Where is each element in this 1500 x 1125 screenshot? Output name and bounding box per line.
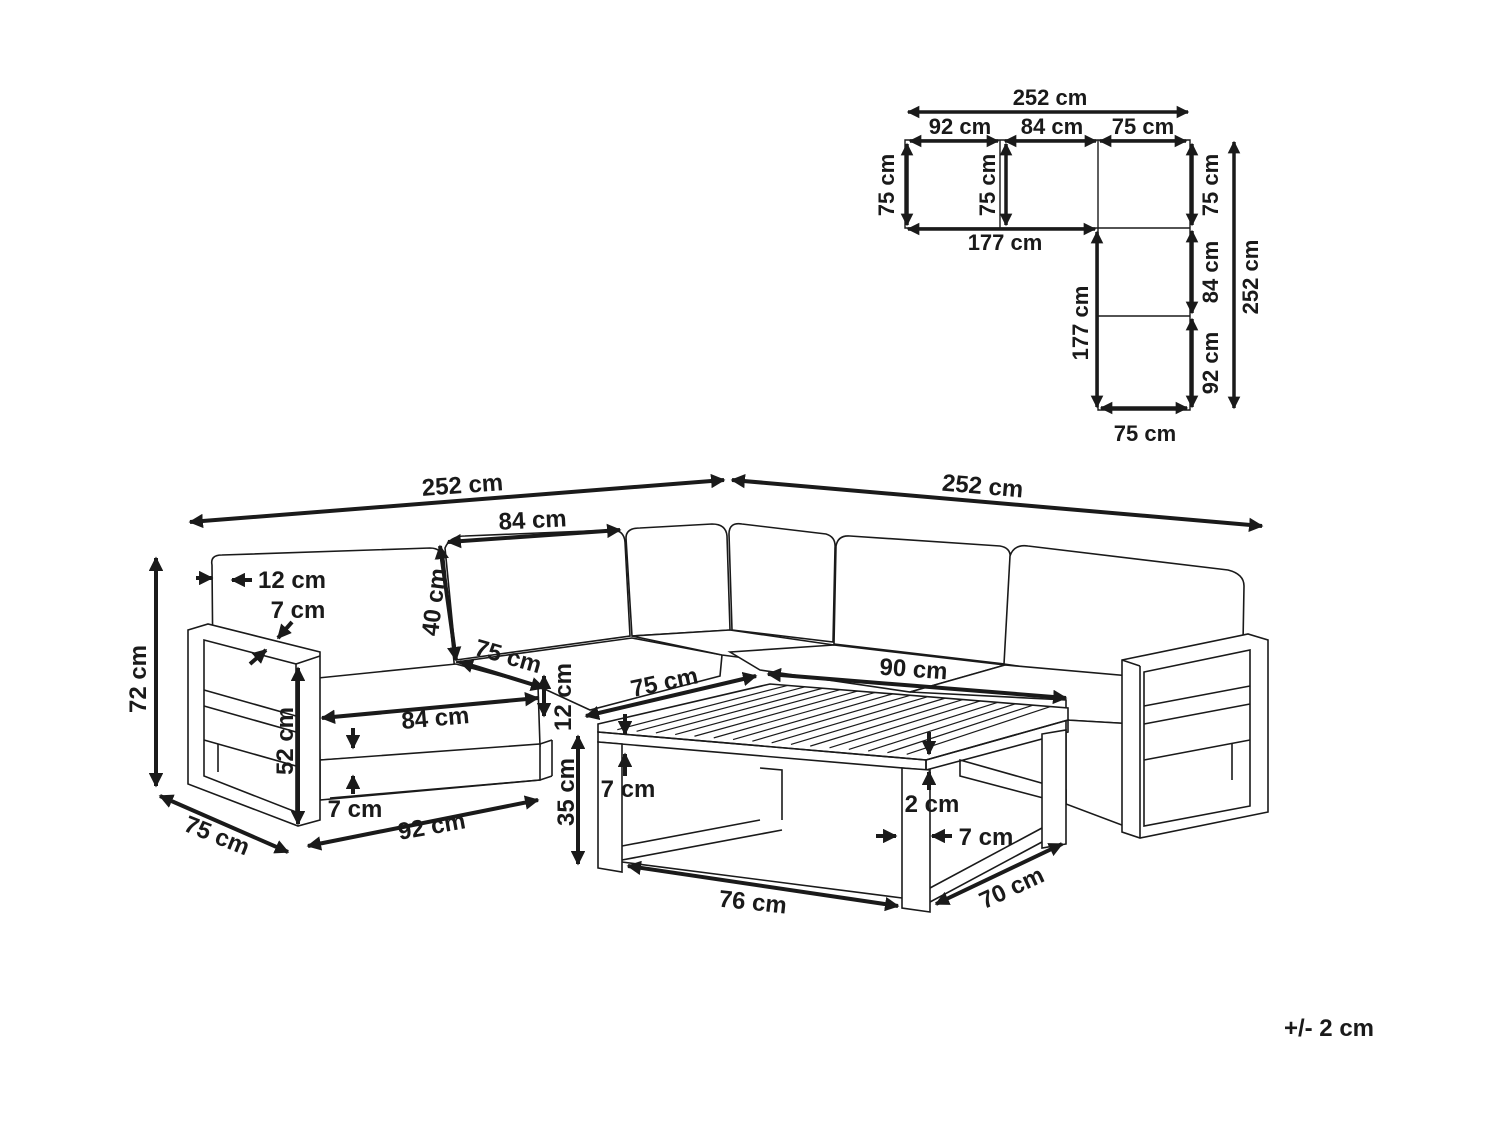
table-slat (867, 703, 1016, 752)
label-table-width: 90 cm (879, 654, 949, 686)
top-view-plan: 252 cm 92 cm 84 cm 75 cm 177 cm 75 cm 75… (874, 85, 1263, 446)
plan-right-top-label: 75 cm (1198, 154, 1223, 216)
table-slat (771, 696, 928, 744)
label-arm-inner: 7 cm (271, 597, 326, 624)
dim-arm-inner-top (276, 620, 294, 640)
dim-back-height (434, 544, 462, 662)
plan-total-width-label: 252 cm (1013, 85, 1088, 110)
table-rail (621, 819, 761, 847)
plan-seg-left-label: 92 cm (929, 114, 991, 139)
right-armrest-inner (1143, 649, 1251, 827)
base-rail (329, 779, 541, 799)
table-slat (810, 698, 963, 747)
plan-right-total-label: 252 cm (1238, 240, 1263, 315)
label-total-height: 72 cm (125, 645, 152, 713)
label-overall-left: 252 cm (421, 469, 504, 502)
dim-seat-width (320, 692, 540, 724)
label-leg-height: 7 cm (328, 796, 383, 823)
plan-outline (904, 139, 1191, 411)
table-slat (829, 700, 981, 749)
dimension-arrows (148, 473, 1264, 912)
armrest-rail (1143, 739, 1251, 761)
plan-right-bottom-label: 92 cm (1198, 332, 1223, 394)
right-armrest-frame (1121, 633, 1269, 839)
plan-right-mid-label: 84 cm (1198, 241, 1223, 303)
dim-module-width (306, 795, 540, 851)
dim-back-width (446, 523, 622, 549)
label-module-width: 92 cm (396, 807, 468, 845)
table-slat (887, 704, 1034, 754)
plan-seg-mid-label: 84 cm (1021, 114, 1083, 139)
label-seat-height: 52 cm (272, 707, 299, 775)
coffee-table-drawing (597, 683, 1069, 913)
dim-depth (158, 794, 290, 854)
label-inner-width: 76 cm (718, 886, 789, 920)
dim-overall-right (730, 473, 1264, 533)
armrest-rail (203, 739, 297, 767)
label-tolerance: +/- 2 cm (1284, 1015, 1374, 1042)
plan-inner-vertical-label: 177 cm (1068, 286, 1093, 361)
label-slat-gap: 2 cm (905, 791, 960, 818)
back-cushion-second (444, 529, 631, 661)
table-leg-back-left (759, 767, 783, 820)
back-cushion-corner-a (625, 523, 731, 637)
plan-height-left-label: 75 cm (874, 154, 899, 216)
label-cushion-height: 12 cm (550, 663, 577, 731)
label-depth: 75 cm (180, 811, 253, 862)
base-rail (539, 739, 553, 745)
plan-bottom-inner-label: 177 cm (968, 230, 1043, 255)
table-top-edge (925, 718, 1069, 772)
table-slat (790, 697, 946, 746)
back-cushion-right-a (833, 535, 1012, 665)
label-leg-width: 7 cm (959, 824, 1014, 851)
dim-table-width (766, 667, 1068, 705)
label-seat-width: 84 cm (400, 702, 470, 735)
armrest-rail (1143, 703, 1251, 725)
label-arm-width: 12 cm (258, 567, 326, 594)
armrest-rail (203, 689, 297, 717)
armrest-rail (1143, 685, 1251, 707)
back-cushion-corner-b (728, 522, 836, 643)
label-back-width: 84 cm (498, 505, 567, 536)
label-table-height: 35 cm (553, 758, 580, 826)
base-rail (539, 775, 553, 781)
armrest-rail (295, 655, 321, 665)
dim-inner-width (626, 860, 900, 912)
dim-arm-inner-bottom (248, 648, 268, 666)
table-leg-front-left (597, 741, 623, 873)
table-slat (848, 701, 999, 750)
table-leg-front-right (901, 767, 931, 913)
table-leg-back-right (1041, 729, 1067, 849)
dim-seat-depth (458, 658, 546, 692)
armrest-rail (203, 705, 297, 733)
dim-inner-depth (934, 842, 1064, 906)
armrest-rail (1121, 659, 1141, 667)
table-rail (621, 829, 783, 861)
dim-overall-left (188, 473, 726, 529)
plan-seg-right-label: 75 cm (1112, 114, 1174, 139)
plan-height-inner-label: 75 cm (975, 154, 1000, 216)
dim-table-depth (584, 671, 758, 721)
plan-bottom-width-label: 75 cm (1114, 421, 1176, 446)
label-top-thickness: 7 cm (601, 776, 656, 803)
